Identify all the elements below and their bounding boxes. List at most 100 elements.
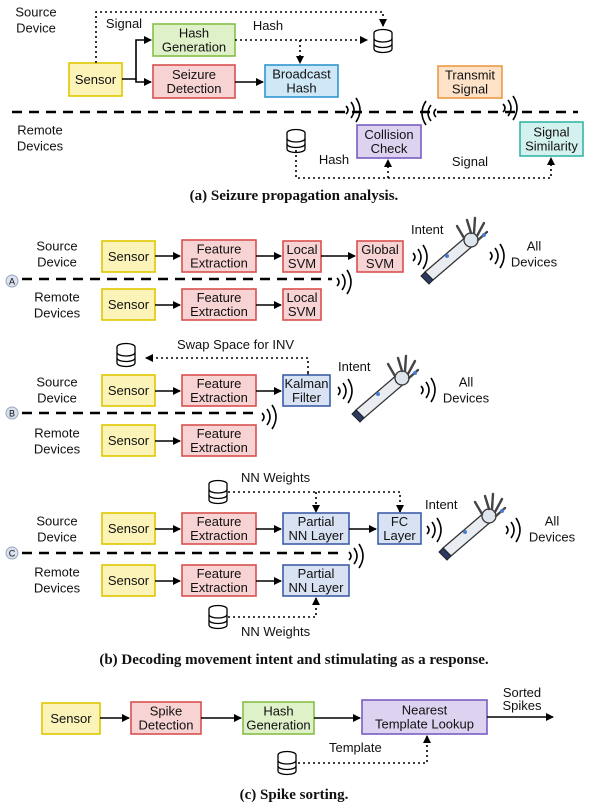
bC-fc-layer-box-label-line-1: FC	[391, 514, 408, 529]
bB-kalman-filter-box	[282, 374, 331, 407]
bA-remote-feature-box	[181, 288, 257, 321]
bA-global-svm-box	[356, 240, 404, 273]
c-sensor-box-label: Sensor	[50, 711, 92, 726]
bC-partial-nn-box	[282, 512, 350, 545]
a-remote-database-icon	[286, 128, 306, 154]
bC-sensor-box	[101, 512, 156, 545]
bB-all-devices-label-line-2: Devices	[443, 391, 490, 406]
a-remote-signal-dotted	[388, 157, 555, 179]
c-spike-detection-box-label-line-1: Spike	[150, 704, 183, 719]
a-transmit-wireless-right-icon	[502, 95, 518, 121]
c-sorted-spikes-label-line-1: Sorted	[503, 685, 541, 700]
bB-kalman-filter-box-label-line-2: Filter	[292, 390, 322, 405]
a-source-device-label-line-1: Source	[15, 5, 56, 20]
a-remote-devices-label-line-1: Remote	[17, 123, 63, 138]
c-template-lookup-box-frame	[361, 699, 488, 735]
bA-global-svm-box-frame	[356, 240, 404, 273]
bA-intent-wireless-icon	[412, 244, 428, 270]
bB-marker: B	[9, 409, 15, 419]
bC-partial-nn-box-frame	[282, 512, 350, 545]
a-broadcast-hash-box-label-line-2: Hash	[286, 81, 316, 96]
bC-remote-feature-box-label-line-1: Feature	[197, 566, 242, 581]
bA-feature-extraction-box-label-line-2: Extraction	[190, 256, 248, 271]
bA-local-svm-box-frame	[282, 240, 322, 273]
a-sensor-box-label: Sensor	[75, 72, 117, 87]
bC-remote-sensor-box-label: Sensor	[108, 573, 150, 588]
bA-all-devices-label-line-2: Devices	[511, 255, 558, 270]
bA-remote-sensor-box-label: Sensor	[108, 297, 150, 312]
a-database-icon	[373, 28, 393, 54]
c-hash-generation-box-label-line-2: Generation	[246, 718, 310, 733]
bB-all-devices-label-line-1: All	[459, 375, 474, 390]
bC-feature-extraction-box-frame	[181, 512, 257, 545]
bC-remote-feature-box-label-line-2: Extraction	[190, 580, 248, 595]
bC-feature-extraction-box-label-line-2: Extraction	[190, 528, 248, 543]
c-template-lookup-box	[361, 699, 488, 735]
a-sensor-box-frame	[68, 62, 123, 97]
bC-remote-feature-box	[181, 564, 257, 597]
bC-partial-nn-box-label-line-2: NN Layer	[289, 528, 345, 543]
bB-remote-feature-box-label-line-2: Extraction	[190, 440, 248, 455]
bA-sensor-box	[101, 240, 156, 273]
bA-source-device-label-line-1: Source	[36, 239, 77, 254]
a-transmit-signal-box-frame	[437, 65, 503, 99]
bB-marker-circle	[5, 406, 19, 420]
c-sorted-spikes-label-line-2: Spikes	[502, 698, 542, 713]
c-spike-detection-box-label-line-2: Detection	[139, 718, 194, 733]
c-caption: (c) Spike sorting.	[240, 787, 349, 803]
bA-sensor-box-frame	[101, 240, 156, 273]
a-broadcast-wireless-icon	[345, 97, 361, 123]
bB-remote-devices-label-line-2: Devices	[34, 442, 81, 457]
a-transmit-signal-box-label-line-1: Transmit	[445, 68, 495, 83]
bA-intent-label: Intent	[411, 222, 444, 237]
bB-swap-space-label: Swap Space for INV	[177, 337, 294, 352]
a-transmit-signal-box-label-line-2: Signal	[452, 82, 488, 97]
a-seizure-detection-box-label-line-2: Detection	[167, 81, 222, 96]
bB-feature-wireless-icon	[261, 404, 277, 430]
bB-feature-extraction-box-label-line-1: Feature	[197, 376, 242, 391]
c-hash-generation-box-label-line-1: Hash	[263, 704, 293, 719]
a-signal-similarity-box	[519, 121, 584, 157]
bC-all-wireless-icon	[505, 517, 521, 543]
bB-remote-feature-box	[181, 424, 257, 457]
bA-marker: A	[9, 277, 15, 287]
bC-fc-layer-box-label-line-2: Layer	[383, 528, 416, 543]
bA-remote-local-svm-box	[282, 288, 322, 321]
bA-feature-extraction-box	[181, 239, 257, 273]
bC-remote-sensor-box-frame	[101, 564, 156, 597]
bA-source-device-label-line-2: Device	[37, 255, 77, 270]
a-signal-label: Signal	[106, 16, 142, 31]
a-broadcast-hash-box-label-line-1: Broadcast	[272, 67, 331, 82]
c-spike-detection-box-frame	[130, 701, 202, 735]
a-hash-generation-box	[152, 23, 236, 57]
a-source-device-label-line-2: Device	[16, 21, 56, 36]
bA-remote-devices-label-line-1: Remote	[34, 290, 80, 305]
bC-bottom-nn-weights-label: NN Weights	[241, 624, 311, 639]
bB-swap-dotted	[145, 354, 312, 380]
bC-bottom-database-icon	[208, 604, 228, 630]
bC-all-devices-label-line-1: All	[545, 514, 560, 529]
a-collision-check-box	[356, 124, 422, 159]
bA-remote-sensor-box-frame	[101, 288, 156, 321]
a-broadcast-hash-box-frame	[264, 64, 339, 98]
c-sensor-box	[41, 702, 101, 735]
bA-remote-feature-box-label-line-1: Feature	[197, 290, 242, 305]
bA-remote-feature-box-label-line-2: Extraction	[190, 304, 248, 319]
bA-local-svm-box	[282, 240, 322, 273]
bC-top-database-icon	[208, 479, 228, 505]
c-template-lookup-box-label-line-1: Nearest	[402, 703, 448, 718]
bC-remote-feature-box-frame	[181, 564, 257, 597]
a-sensor-to-seizure-arrow	[135, 78, 152, 86]
bB-intent-wireless-icon	[337, 378, 353, 404]
bA-global-svm-box-label-line-1: Global	[361, 242, 399, 257]
a-transmit-signal-box	[437, 65, 503, 99]
bB-sensor-box-label: Sensor	[108, 383, 150, 398]
bA-remote-feature-box-frame	[181, 288, 257, 321]
bA-feature-extraction-box-label-line-1: Feature	[197, 242, 242, 257]
bC-source-device-label-line-1: Source	[36, 514, 77, 529]
bA-marker-circle	[5, 274, 19, 288]
b-caption: (b) Decoding movement intent and stimula…	[99, 652, 489, 668]
bA-all-devices-label-line-1: All	[527, 239, 542, 254]
